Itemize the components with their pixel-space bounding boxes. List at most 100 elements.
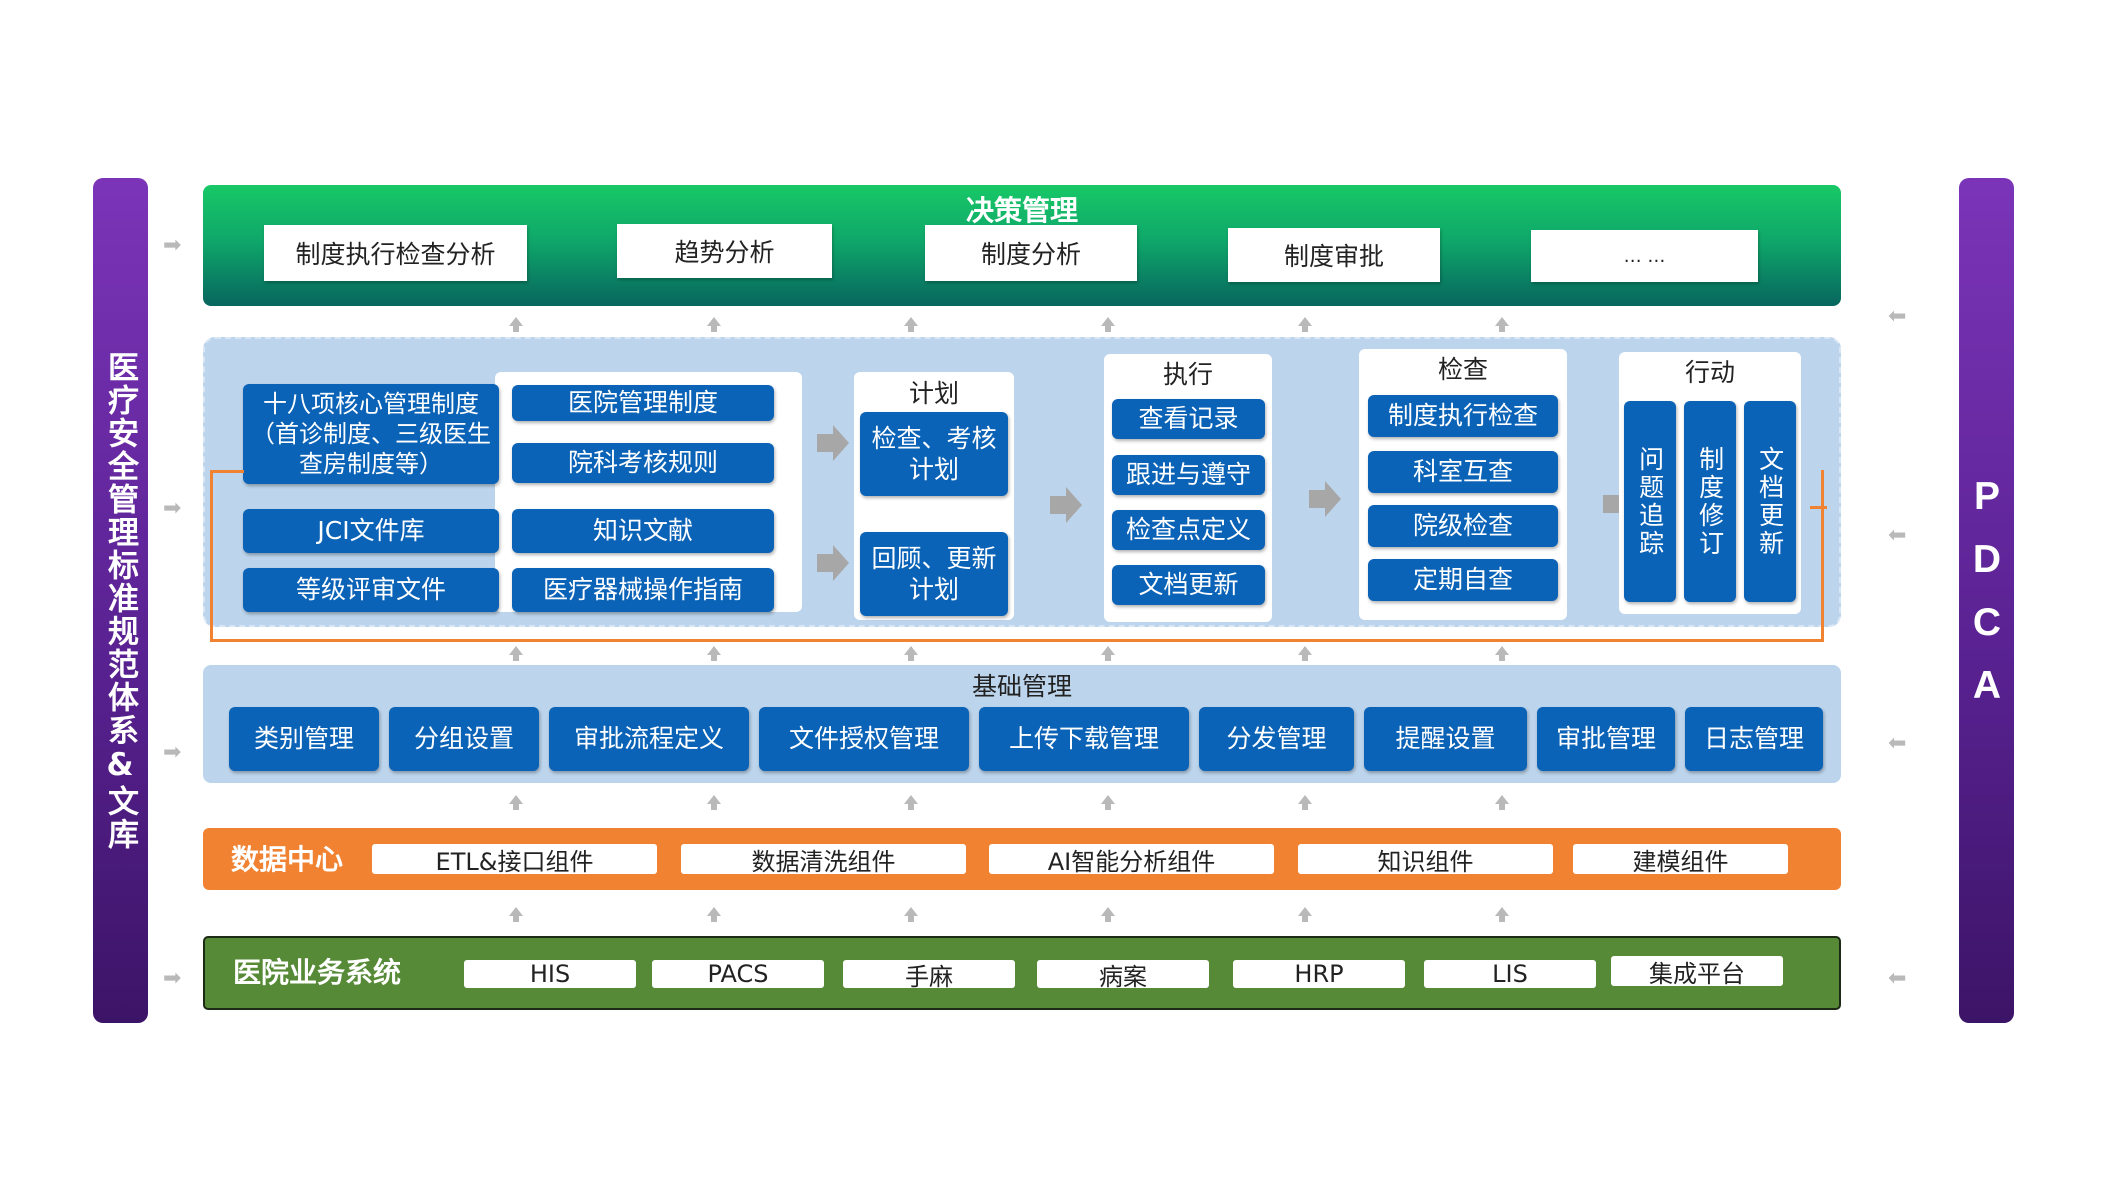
- act-title: 行动: [1684, 358, 1735, 387]
- hospital-item-5: HRP: [1233, 960, 1405, 988]
- data-item-1: ETL&接口组件: [372, 844, 657, 876]
- hospital-item-6: LIS: [1424, 960, 1596, 988]
- do-item-4: 文档更新: [1112, 565, 1265, 605]
- assessment-rules-box: 院科考核规则: [512, 443, 774, 483]
- hospital-rules-box: 医院管理制度: [512, 385, 774, 421]
- core-pdca-band: 十八项核心管理制度（首诊制度、三级医生查房制度等） JCI文件库 等级评审文件 …: [203, 337, 1841, 627]
- feedback-loop-right: [1821, 506, 1824, 642]
- core-rules-box: 十八项核心管理制度（首诊制度、三级医生查房制度等）: [243, 384, 499, 484]
- left-arrow-4: ➡: [163, 966, 182, 991]
- act-item-1: 问题追踪: [1624, 401, 1676, 602]
- right-arrow-2: ⬅: [1888, 523, 1907, 548]
- decision-item-4: 制度审批: [1228, 228, 1440, 282]
- plan-title: 计划: [908, 379, 959, 408]
- right-arrow-3: ⬅: [1888, 731, 1907, 756]
- grade-review-box: 等级评审文件: [243, 568, 499, 612]
- plan-item-2: 回顾、更新计划: [860, 532, 1008, 616]
- up-arrow: [1101, 317, 1115, 332]
- act-item-3: 文档更新: [1744, 401, 1796, 602]
- device-guide-box: 医疗器械操作指南: [512, 568, 774, 612]
- up-arrow: [509, 795, 523, 810]
- up-arrow: [707, 646, 721, 661]
- hospital-item-4: 病案: [1037, 960, 1209, 991]
- up-arrow: [904, 907, 918, 922]
- hospital-item-3: 手麻: [843, 960, 1015, 991]
- base-item-6: 分发管理: [1199, 707, 1354, 771]
- decision-title: 决策管理: [965, 194, 1078, 227]
- up-arrow: [509, 907, 523, 922]
- left-bar-label: 医疗安全管理标准规范体系&文库: [102, 350, 138, 851]
- hospital-title: 医院业务系统: [233, 956, 402, 989]
- up-arrow: [509, 646, 523, 661]
- check-title: 检查: [1437, 355, 1488, 384]
- up-arrow: [1495, 795, 1509, 810]
- decision-item-1: 制度执行检查分析: [264, 225, 527, 281]
- left-arrow-1: ➡: [163, 233, 182, 258]
- up-arrow: [904, 646, 918, 661]
- hospital-systems-band: 医院业务系统 HIS PACS 手麻 病案 HRP LIS 集成平台: [203, 936, 1841, 1010]
- left-standards-bar: 医疗安全管理标准规范体系&文库: [93, 178, 148, 1023]
- check-item-1: 制度执行检查: [1368, 395, 1558, 437]
- knowledge-literature-box: 知识文献: [512, 509, 774, 553]
- base-management-band: 基础管理 类别管理 分组设置 审批流程定义 文件授权管理 上传下载管理 分发管理…: [203, 665, 1841, 783]
- jci-library-box: JCI文件库: [243, 509, 499, 553]
- decision-item-2: 趋势分析: [617, 224, 832, 278]
- up-arrow: [707, 795, 721, 810]
- up-arrow: [1101, 795, 1115, 810]
- check-item-3: 院级检查: [1368, 505, 1558, 547]
- base-item-5: 上传下载管理: [979, 707, 1189, 771]
- up-arrow: [1298, 646, 1312, 661]
- up-arrow: [904, 317, 918, 332]
- check-item-2: 科室互查: [1368, 451, 1558, 493]
- base-item-9: 日志管理: [1685, 707, 1823, 771]
- base-item-7: 提醒设置: [1364, 707, 1527, 771]
- up-arrow: [1298, 795, 1312, 810]
- up-arrow: [707, 907, 721, 922]
- act-item-2: 制度修订: [1684, 401, 1736, 602]
- left-arrow-2: ➡: [163, 496, 182, 521]
- decision-management-band: 决策管理 制度执行检查分析 趋势分析 制度分析 制度审批 … …: [203, 185, 1841, 306]
- check-item-4: 定期自查: [1368, 559, 1558, 601]
- feedback-loop-top-left: [210, 470, 244, 473]
- up-arrow: [1495, 317, 1509, 332]
- decision-item-3: 制度分析: [925, 225, 1137, 281]
- plan-item-1: 检查、考核计划: [860, 412, 1008, 496]
- feedback-loop-top-right: [1810, 506, 1827, 509]
- do-title: 执行: [1162, 360, 1213, 389]
- base-item-4: 文件授权管理: [759, 707, 969, 771]
- flow-arrow: [817, 425, 849, 461]
- up-arrow: [1495, 646, 1509, 661]
- base-item-1: 类别管理: [229, 707, 379, 771]
- up-arrow: [1298, 907, 1312, 922]
- hospital-item-2: PACS: [652, 960, 824, 988]
- hospital-item-7: 集成平台: [1611, 956, 1783, 988]
- data-item-3: AI智能分析组件: [989, 844, 1274, 876]
- data-item-4: 知识组件: [1298, 844, 1553, 876]
- right-bar-label: PDCA: [1965, 474, 2009, 727]
- hospital-item-1: HIS: [464, 960, 636, 988]
- base-item-3: 审批流程定义: [549, 707, 749, 771]
- flow-arrow: [1050, 487, 1082, 523]
- up-arrow: [707, 317, 721, 332]
- base-title: 基础管理: [971, 672, 1072, 701]
- up-arrow: [1495, 907, 1509, 922]
- data-item-2: 数据清洗组件: [681, 844, 966, 876]
- up-arrow: [1101, 646, 1115, 661]
- data-item-5: 建模组件: [1573, 844, 1788, 876]
- do-item-1: 查看记录: [1112, 399, 1265, 439]
- flow-arrow: [817, 545, 849, 581]
- do-item-2: 跟进与遵守: [1112, 455, 1265, 495]
- right-pdca-bar: PDCA: [1959, 178, 2014, 1023]
- data-center-title: 数据中心: [231, 843, 344, 876]
- right-arrow-4: ⬅: [1888, 966, 1907, 991]
- up-arrow: [509, 317, 523, 332]
- left-arrow-3: ➡: [163, 740, 182, 765]
- data-center-band: 数据中心 ETL&接口组件 数据清洗组件 AI智能分析组件 知识组件 建模组件: [203, 828, 1841, 890]
- flow-arrow: [1309, 481, 1341, 517]
- up-arrow: [1101, 907, 1115, 922]
- base-item-2: 分组设置: [389, 707, 539, 771]
- base-item-8: 审批管理: [1537, 707, 1675, 771]
- up-arrow: [904, 795, 918, 810]
- do-item-3: 检查点定义: [1112, 510, 1265, 550]
- feedback-loop-line: [210, 470, 1824, 642]
